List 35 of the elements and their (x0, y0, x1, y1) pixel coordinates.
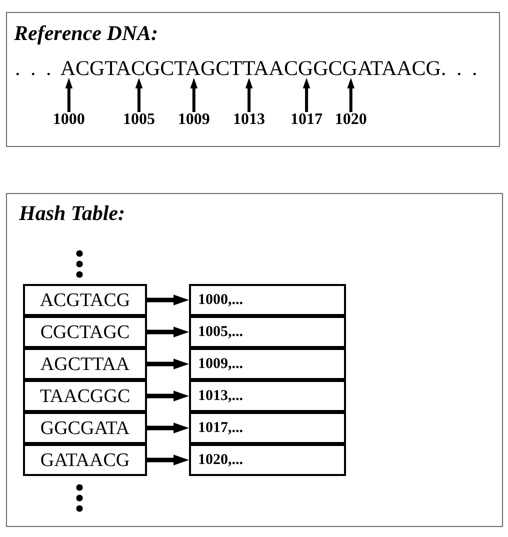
position-list-cell: 1000,... (189, 284, 346, 316)
arrow (245, 78, 253, 112)
position-number: 1009 (178, 112, 210, 128)
hash-key-cell: TAACGGC (23, 380, 147, 412)
position-list-cell: 1017,... (189, 412, 346, 444)
arrow (147, 294, 189, 306)
hash-key-cell: CGCTAGC (23, 316, 147, 348)
position-list-cell: 1005,... (189, 316, 346, 348)
position-list-cell: 1020,... (189, 444, 346, 476)
panel (6, 12, 500, 147)
hash-key-cell: AGCTTAA (23, 348, 147, 380)
arrow (147, 454, 189, 466)
arrow (135, 78, 143, 112)
position-list-cell: 1013,... (189, 380, 346, 412)
arrow (347, 78, 355, 112)
hash-key-cell: GATAACG (23, 444, 147, 476)
arrow (190, 78, 198, 112)
position-list-cell: 1009,... (189, 348, 346, 380)
arrow (147, 422, 189, 434)
dna-sequence: . . . ACGTACGCTAGCTTAACGGCGATAACG. . . (15, 60, 478, 78)
panel-title: Reference DNA: (14, 23, 158, 44)
position-number: 1020 (334, 112, 367, 128)
position-number: 1005 (122, 112, 155, 128)
arrow (65, 78, 73, 112)
position-number: 1000 (52, 112, 85, 128)
hash-key-cell: GGCGATA (23, 412, 147, 444)
arrow (147, 326, 189, 338)
position-number: 1013 (233, 112, 266, 128)
arrow (302, 78, 310, 112)
panel-title: Hash Table: (19, 203, 125, 224)
arrow (147, 390, 189, 402)
arrow (147, 358, 189, 370)
panel (6, 193, 503, 527)
position-number: 1017 (290, 112, 323, 128)
hash-key-cell: ACGTACG (23, 284, 147, 316)
